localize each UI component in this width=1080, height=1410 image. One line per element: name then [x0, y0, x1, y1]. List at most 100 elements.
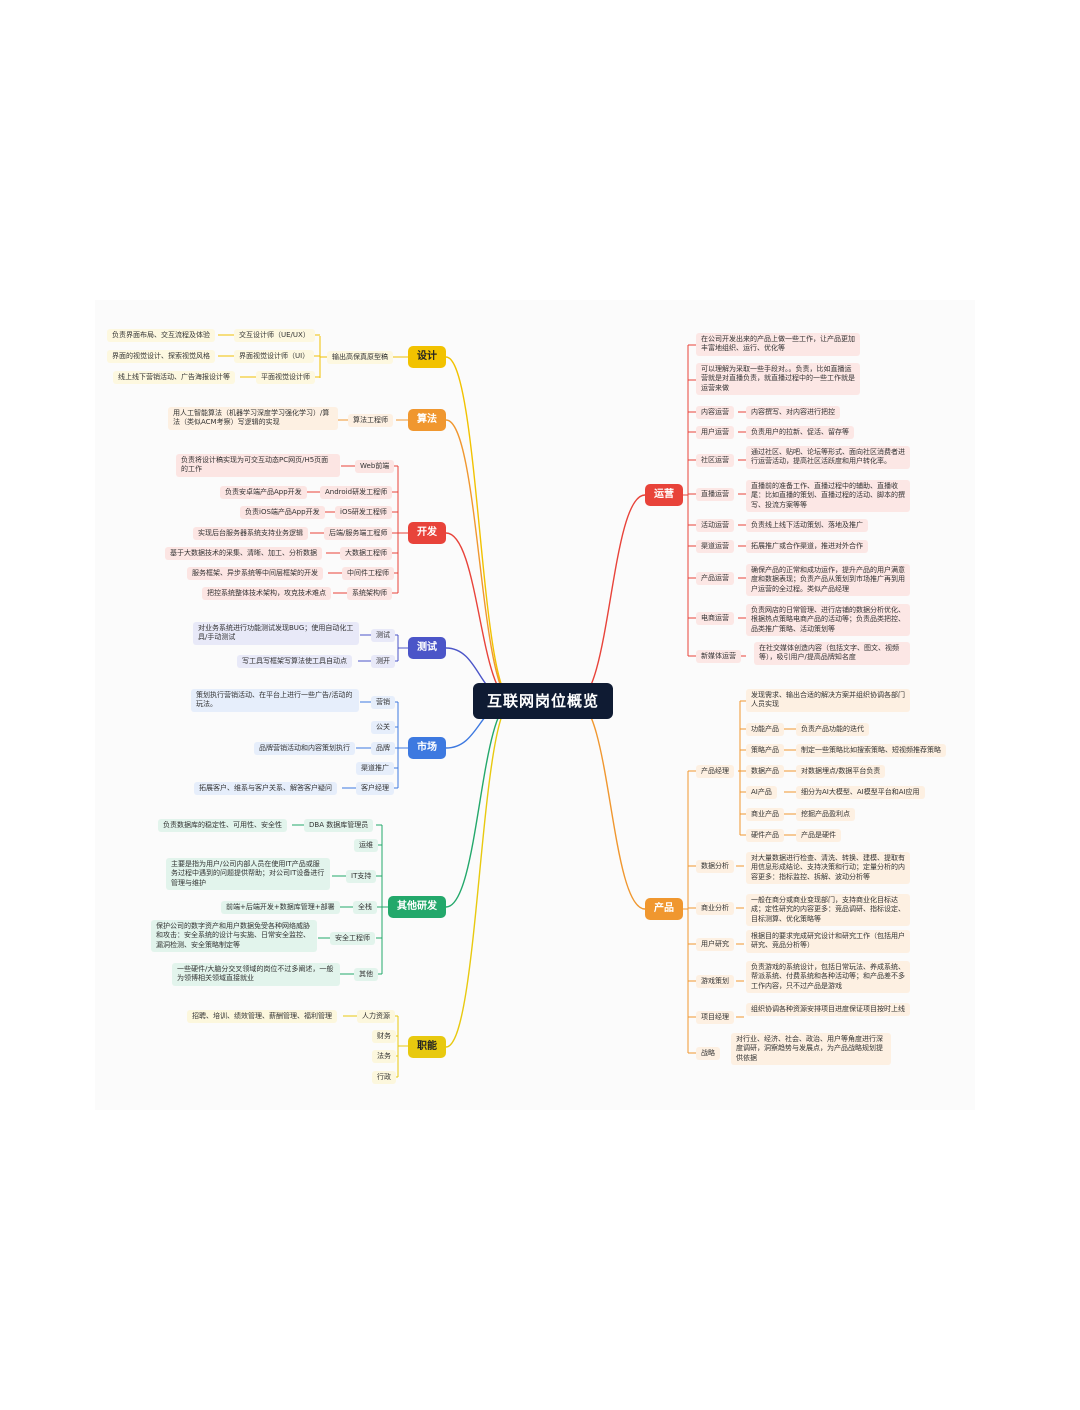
ops-role: 内容运营	[696, 406, 734, 420]
design-role: 平面视觉设计师	[256, 371, 315, 385]
branch-ops: 运营	[645, 484, 683, 506]
root-title: 互联网岗位概览	[473, 683, 614, 720]
ops-desc: 可以理解为采取一些手段对。。负责，比如直播运营就是对直播负责，就直播过程中的一些…	[696, 363, 860, 396]
func-role: 人力资源	[357, 1010, 395, 1024]
func-role: 财务	[372, 1030, 396, 1044]
product-role: 用户研究	[696, 938, 734, 952]
pm-sub-role: 硬件产品	[746, 829, 784, 843]
func-desc: 招聘、培训、绩效管理、薪酬管理、福利管理	[187, 1010, 337, 1024]
design-role: 界面视觉设计师（UI）	[234, 350, 315, 364]
pm-sub-desc: 负责产品功能的迭代	[796, 723, 869, 737]
branch-product: 产品	[645, 898, 683, 920]
other-role: 全栈	[353, 901, 377, 915]
market-role: 公关	[371, 721, 395, 735]
dev-role: 中间件工程师	[342, 567, 394, 581]
test-role: 测试	[371, 629, 395, 643]
pm-sub-desc: 产品是硬件	[796, 829, 841, 843]
ops-role: 直播运营	[696, 488, 734, 502]
pm-sub-desc: 对数据埋点/数据平台负责	[796, 765, 886, 779]
dev-role: 大数据工程师	[340, 547, 392, 561]
design-role: 交互设计师（UE/UX）	[234, 329, 315, 343]
test-desc: 对业务系统进行功能测试发现BUG；使用自动化工具/手动测试	[193, 622, 359, 645]
product-desc: 对行业、经济、社会、政治、用户等角度进行深度调研，洞察趋势与发展点，为产品战略规…	[731, 1033, 891, 1066]
market-role: 营销	[371, 696, 395, 710]
ops-desc: 负责用户的拉新、促活、留存等	[746, 426, 854, 440]
branch-dev: 开发	[408, 522, 446, 544]
pm-sub-role: 功能产品	[746, 723, 784, 737]
branch-design: 设计	[408, 346, 446, 368]
ops-desc: 内容撰写、对内容进行把控	[746, 406, 840, 420]
dev-role: 后端/服务端工程师	[324, 527, 393, 541]
market-desc: 拓展客户、维系与客户关系、解答客户疑问	[194, 782, 337, 796]
branch-func: 职能	[408, 1036, 446, 1058]
product-desc: 根据目的要求完成研究设计和研究工作（包括用户研究、竞品分析等）	[746, 930, 910, 953]
product-role: 项目经理	[696, 1011, 734, 1025]
test-role: 测开	[371, 655, 395, 669]
design-desc: 负责界面布局、交互流程及体验	[107, 329, 215, 343]
market-role: 客户经理	[356, 782, 394, 796]
pm-role: 产品经理	[696, 765, 734, 779]
ops-desc: 拓展推广或合作渠道，推进对外合作	[746, 540, 868, 554]
dev-desc: 负责iOS端产品App开发	[240, 506, 325, 520]
algo-role: 算法工程师	[348, 414, 393, 428]
market-role: 品牌	[371, 742, 395, 756]
ops-role: 产品运营	[696, 572, 734, 586]
pm-sub-role: 策略产品	[746, 744, 784, 758]
pm-intro: 发现需求、输出合适的解决方案并组织协调各部门人员实现	[746, 689, 910, 712]
product-role: 游戏策划	[696, 975, 734, 989]
connector	[575, 700, 646, 910]
market-role: 渠道推广	[356, 762, 394, 776]
func-role: 行政	[372, 1071, 396, 1085]
product-desc: 负责游戏的系统设计，包括日常玩法、养成系统、帮派系统、付费系统和各种活动等；和产…	[746, 961, 910, 994]
design-output-node: 输出高保真原型稿	[327, 351, 393, 365]
ops-role: 活动运营	[696, 519, 734, 533]
dev-desc: 负责安卓端产品App开发	[220, 486, 307, 500]
other-desc: 主要是指为用户/公司内部人员在使用IT产品或服务过程中遇到的问题提供帮助；对公司…	[166, 858, 330, 891]
test-desc: 写工具写框架写算法使工具自动点	[237, 655, 352, 669]
func-role: 法务	[372, 1050, 396, 1064]
ops-desc: 在社交媒体创造内容（包括文字、图文、视频等），吸引用户/提高品牌知名度	[754, 642, 910, 665]
dev-desc: 服务框架、异步系统等中间层框架的开发	[187, 567, 323, 581]
ops-desc: 通过社区、贴吧、论坛等形式、面向社区消费者进行运营活动，提高社区活跃度和用户转化…	[746, 446, 910, 469]
dev-role: iOS研发工程师	[335, 506, 392, 520]
pm-sub-desc: 挖掘产品盈利点	[796, 808, 855, 822]
pm-sub-desc: 细分为AI大模型、AI模型平台和AI应用	[796, 786, 925, 800]
other-desc: 保护公司的数字资产和用户数据免受各种网络威胁和攻击：安全系统的设计与实施、日常安…	[151, 920, 317, 953]
other-role: 其他	[354, 968, 378, 982]
ops-role: 用户运营	[696, 426, 734, 440]
dev-role: Android研发工程师	[320, 486, 393, 500]
other-desc: 负责数据库的稳定性、可用性、安全性	[158, 819, 287, 833]
product-desc: 对大量数据进行检查、清洗、转换、建模、提取有用信息形成结论、支持决策和行动；定量…	[746, 852, 910, 885]
product-desc: 组织协调各种资源安排项目进度保证项目按时上线	[746, 1003, 910, 1017]
branch-test: 测试	[408, 637, 446, 659]
ops-desc: 确保产品的正常和成功运作，提升产品的用户满意度和数据表现；负责产品从策划到市场推…	[746, 564, 910, 597]
ops-desc: 负责线上线下活动策划、落地及推广	[746, 519, 868, 533]
ops-role: 新媒体运营	[696, 650, 741, 664]
dev-desc: 负责将设计稿实现为可交互动态PC网页/H5页面的工作	[176, 454, 340, 477]
ops-role: 电商运营	[696, 612, 734, 626]
connector	[575, 494, 646, 702]
ops-role: 社区运营	[696, 454, 734, 468]
connector	[445, 419, 514, 702]
design-desc: 线上线下营销活动、广告海报设计等	[113, 371, 235, 385]
market-desc: 品牌营销活动和内容策划执行	[254, 742, 355, 756]
other-role: 运维	[354, 839, 378, 853]
design-desc: 界面的视觉设计、探索视觉风格	[107, 350, 215, 364]
dev-desc: 基于大数据技术的采集、清晰、加工、分析数据	[165, 547, 322, 561]
pm-sub-desc: 制定一些策略比如搜索策略、短视频推荐策略	[796, 744, 946, 758]
dev-role: 系统架构师	[347, 587, 392, 601]
pm-sub-role: AI产品	[746, 786, 777, 800]
pm-sub-role: 商业产品	[746, 808, 784, 822]
algo-desc: 用人工智能算法（机器学习深度学习强化学习）/算法（类似ACM考察）写逻辑的实现	[168, 407, 338, 430]
other-role: 安全工程师	[330, 932, 375, 946]
ops-desc: 直播前的准备工作、直播过程中的辅助、直播收尾：比如直播的策划、直播过程的活动、脚…	[746, 480, 910, 513]
branch-market: 市场	[408, 737, 446, 759]
ops-desc: 负责网店的日常管理、进行店铺的数据分析优化、根据热点策略电商产品的活动等；负责品…	[746, 604, 910, 637]
market-desc: 策划执行营销活动、在平台上进行一些广告/活动的玩法。	[191, 689, 359, 712]
pm-sub-role: 数据产品	[746, 765, 784, 779]
branch-other: 其他研发	[388, 896, 446, 918]
product-role: 数据分析	[696, 860, 734, 874]
other-desc: 一些硬件/大脑分交叉领域的岗位不过多阐述，一般为领博相关领域直接就业	[172, 963, 340, 986]
other-desc: 前端+后端开发+数据库管理+部署	[221, 901, 340, 915]
